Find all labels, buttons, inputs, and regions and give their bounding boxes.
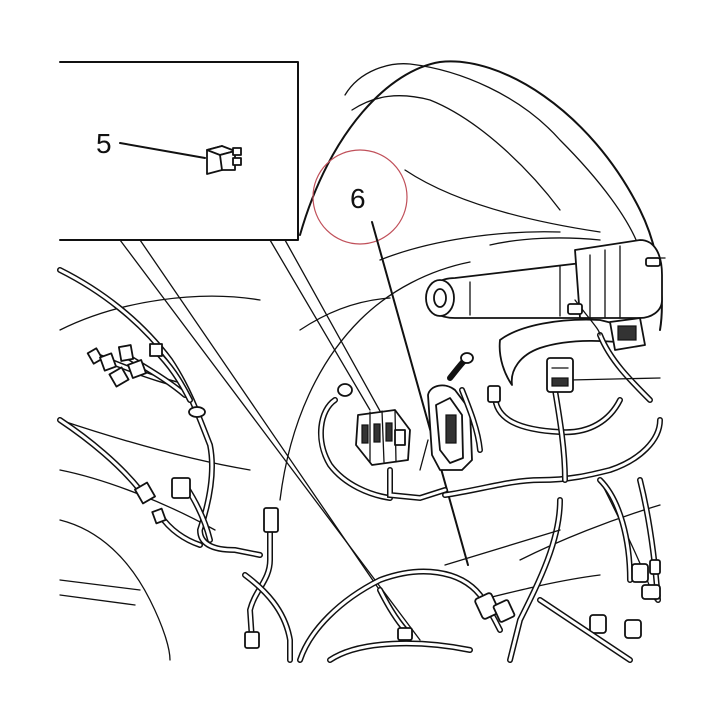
right-connectors: [487, 303, 661, 639]
left-harness: [57, 267, 293, 663]
fuse-leader-line: [119, 142, 206, 159]
left-connectors: [86, 343, 279, 649]
inset-leader-lines: [119, 239, 421, 641]
callout-6: 6: [350, 183, 366, 214]
relay-assembly: [317, 383, 448, 502]
right-harness: [442, 299, 663, 663]
highlight-circle: [312, 149, 408, 245]
fuse-icon: [206, 145, 242, 175]
callout-5: 5: [96, 128, 112, 159]
lower-harness: [297, 529, 633, 663]
brake-lever: [498, 318, 641, 386]
handlebar-grip: [425, 237, 666, 319]
inset-box: [59, 61, 299, 241]
relay-leader-line: [371, 221, 469, 566]
relay-bracket: [419, 352, 483, 471]
